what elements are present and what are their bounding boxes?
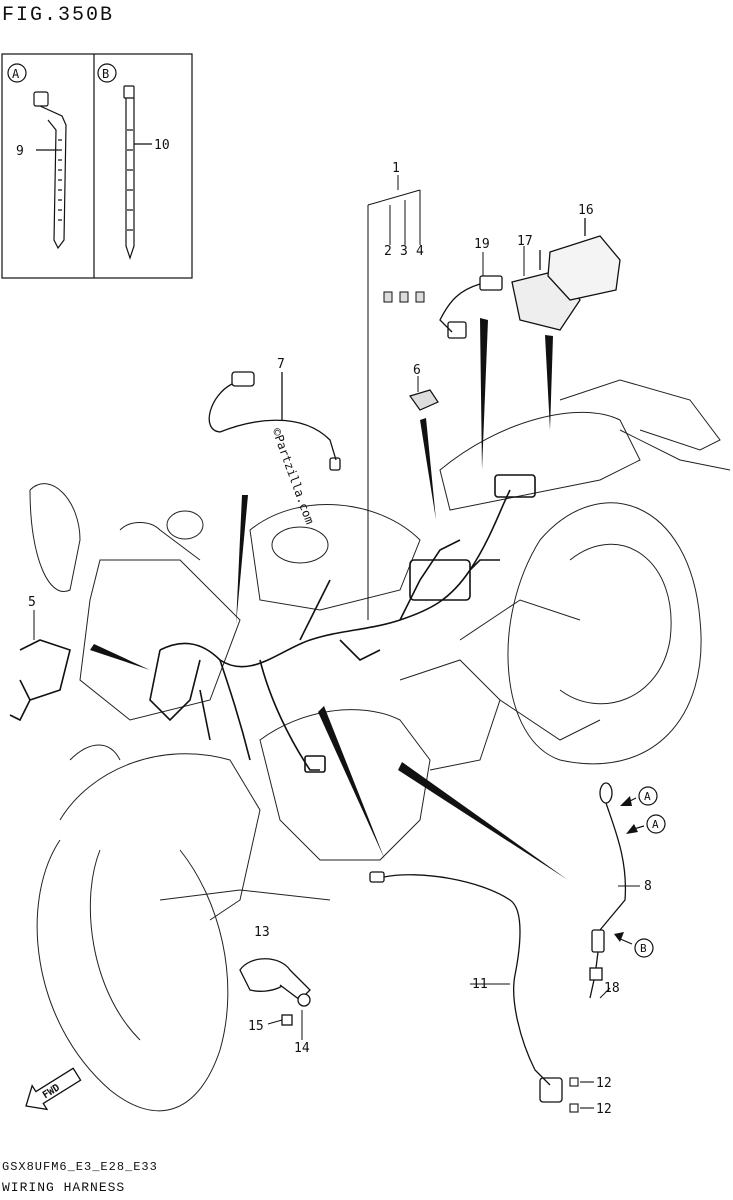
callout-14: 14	[294, 1041, 310, 1056]
callout-9: 9	[16, 144, 24, 159]
inset-label-a: A	[12, 67, 20, 81]
callout-7: 7	[277, 357, 285, 372]
fuses-2-3-4	[383, 291, 425, 303]
part-13-horn	[239, 958, 311, 1026]
cable-tie-10	[123, 85, 152, 260]
ref-arrow-a1	[620, 796, 632, 806]
ref-label-a2: A	[652, 818, 659, 831]
callout-12a: 12	[596, 1076, 612, 1091]
part-7-lead	[208, 371, 341, 471]
callout-4: 4	[416, 244, 424, 259]
motorcycle-outline	[29, 379, 731, 1112]
cable-tie-inset	[1, 53, 193, 279]
callout-1: 1	[392, 161, 400, 176]
part-11-lead	[369, 871, 563, 1103]
callout-8: 8	[644, 879, 652, 894]
callout-2: 2	[384, 244, 392, 259]
callout-16: 16	[578, 203, 594, 218]
callout-12b: 12	[596, 1102, 612, 1117]
part-6-clip	[409, 389, 439, 411]
ref-arrow-b1	[614, 932, 624, 942]
callout-18: 18	[604, 981, 620, 996]
callout-13: 13	[254, 925, 270, 940]
callout-6: 6	[413, 363, 421, 378]
callout-5: 5	[28, 595, 36, 610]
watermark: ©Partzilla.com	[269, 426, 317, 526]
cable-tie-9	[33, 91, 67, 250]
part-8-lead	[589, 782, 627, 999]
fwd-arrow-icon: FWD	[25, 1067, 82, 1111]
part-19-lead	[439, 275, 503, 339]
model-code: GSX8UFM6_E3_E28_E33	[2, 1160, 158, 1174]
callout-11: 11	[472, 977, 488, 992]
ref-label-b1: B	[640, 942, 647, 955]
figure-title: FIG.350B	[2, 4, 115, 27]
inset-label-b: B	[102, 67, 109, 81]
callout-leaders	[33, 246, 640, 1040]
callout-3: 3	[400, 244, 408, 259]
callout-19: 19	[474, 237, 490, 252]
pointer-arrows	[90, 318, 568, 880]
callout-10: 10	[154, 138, 170, 153]
part-16-cover	[547, 218, 621, 301]
callout-17: 17	[517, 234, 533, 249]
callout-15: 15	[248, 1019, 264, 1034]
part-1-leader	[367, 175, 421, 620]
main-harness	[9, 474, 536, 773]
section-name: WIRING HARNESS	[2, 1180, 126, 1195]
ref-arrow-a2	[626, 824, 638, 834]
ref-label-a1: A	[644, 790, 651, 803]
part-12-screws	[569, 1077, 594, 1113]
